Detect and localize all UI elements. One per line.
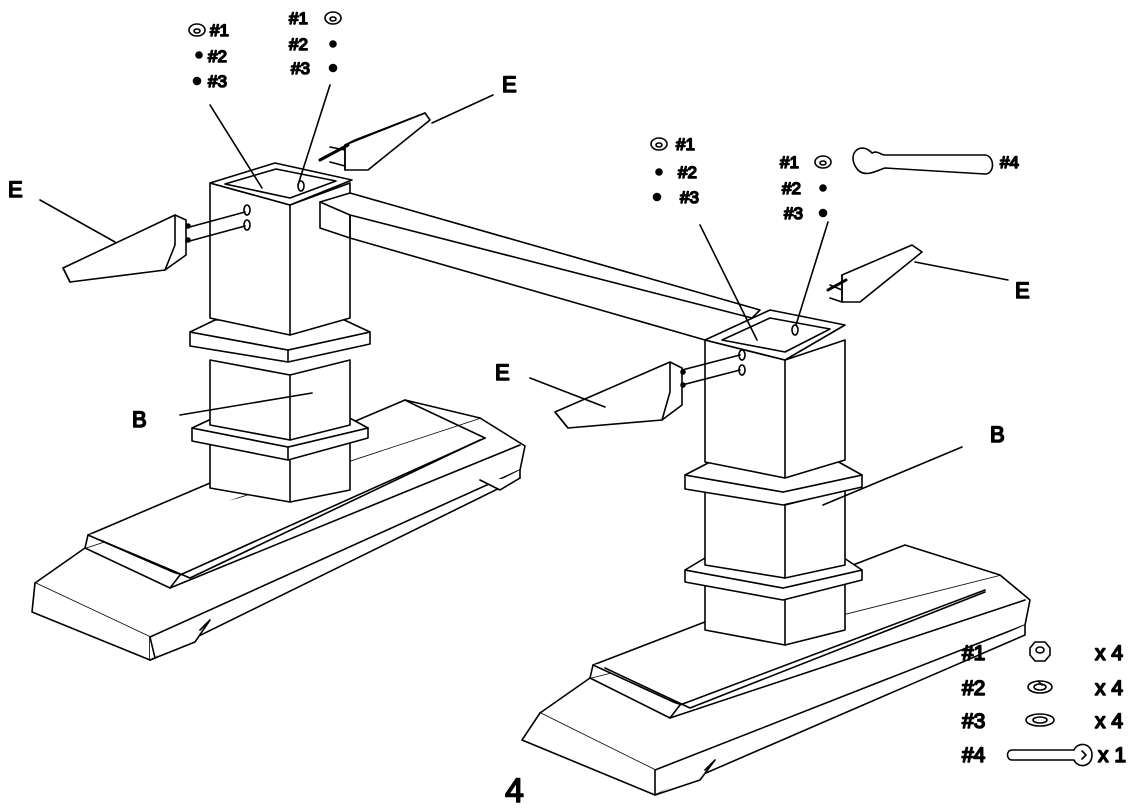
hardware-stack-right-b bbox=[814, 147, 994, 218]
wrench-icon bbox=[1006, 743, 1093, 767]
flat-washer-icon bbox=[192, 76, 202, 86]
stack-left-b-item-3: #3 bbox=[291, 59, 310, 78]
legend-row-4: #4 x 1 bbox=[961, 743, 1127, 768]
hex-nut-icon bbox=[650, 137, 668, 151]
stack-left-a-item-1: #1 bbox=[210, 21, 229, 40]
legend-qty-1: x 4 bbox=[1095, 642, 1123, 665]
legend-part-4: #4 bbox=[962, 744, 986, 767]
hex-nut-icon bbox=[814, 155, 832, 169]
stretcher-rail bbox=[319, 192, 761, 341]
stack-right-a-item-2: #2 bbox=[678, 163, 697, 182]
stack-right-b-item-1: #1 bbox=[780, 153, 799, 172]
label-arm-near-right: E bbox=[495, 360, 510, 385]
label-leg-left: B bbox=[132, 407, 147, 432]
legend-row-3: #3 x 4 bbox=[961, 709, 1124, 734]
page-number: 4 bbox=[505, 772, 524, 805]
legend-qty-2: x 4 bbox=[1095, 677, 1123, 700]
lock-washer-icon bbox=[329, 40, 337, 48]
label-arm-near-left: E bbox=[8, 177, 23, 202]
wrench-icon bbox=[852, 147, 994, 175]
lock-washer-icon bbox=[195, 51, 203, 59]
label-leg-right: B bbox=[990, 422, 1005, 447]
stack-right-a-item-3: #3 bbox=[680, 188, 699, 207]
hardware-stack-left-a bbox=[188, 23, 206, 86]
legend-part-2: #2 bbox=[962, 677, 985, 700]
legend-part-1: #1 bbox=[962, 642, 985, 665]
hardware-legend: #1 x 4 #2 x 4 #3 x 4 #4 bbox=[961, 641, 1127, 768]
left-far-arm-e bbox=[318, 112, 431, 171]
flat-washer-icon bbox=[652, 192, 662, 202]
left-base-foot bbox=[31, 399, 526, 661]
right-far-arm-e bbox=[826, 244, 923, 303]
hardware-stack-left-b bbox=[324, 11, 342, 73]
legend-part-3: #3 bbox=[962, 710, 985, 733]
label-arm-far-right: E bbox=[1015, 278, 1030, 303]
flat-washer-icon bbox=[1025, 713, 1055, 727]
legend-qty-4: x 1 bbox=[1098, 744, 1126, 767]
hex-nut-icon bbox=[1029, 641, 1051, 662]
stack-left-b-item-2: #2 bbox=[289, 35, 308, 54]
stack-left-a-item-2: #2 bbox=[208, 47, 227, 66]
stack-left-b-item-1: #1 bbox=[289, 9, 308, 28]
flat-washer-icon bbox=[818, 208, 828, 218]
left-near-arm-e bbox=[62, 211, 246, 283]
stack-right-b-item-2: #2 bbox=[782, 179, 801, 198]
stack-left-a-item-3: #3 bbox=[208, 72, 227, 91]
stack-right-b-tool: #4 bbox=[1000, 153, 1019, 172]
lock-washer-icon bbox=[819, 184, 827, 192]
hex-nut-icon bbox=[188, 23, 206, 37]
right-leg-b bbox=[684, 309, 863, 646]
hex-nut-icon bbox=[324, 11, 342, 25]
label-arm-far-left: E bbox=[502, 72, 517, 97]
lock-washer-icon bbox=[1027, 680, 1053, 694]
flat-washer-icon bbox=[328, 63, 338, 73]
left-leg-b bbox=[189, 162, 371, 503]
stack-right-a-item-1: #1 bbox=[676, 135, 695, 154]
legend-row-2: #2 x 4 bbox=[961, 676, 1124, 701]
lock-washer-icon bbox=[655, 168, 663, 176]
stack-right-b-item-3: #3 bbox=[784, 204, 803, 223]
hardware-stack-right-a bbox=[650, 137, 668, 202]
legend-qty-3: x 4 bbox=[1095, 710, 1123, 733]
legend-row-1: #1 x 4 bbox=[961, 641, 1124, 666]
right-near-arm-e bbox=[554, 354, 741, 429]
leader-lines bbox=[39, 84, 1009, 506]
